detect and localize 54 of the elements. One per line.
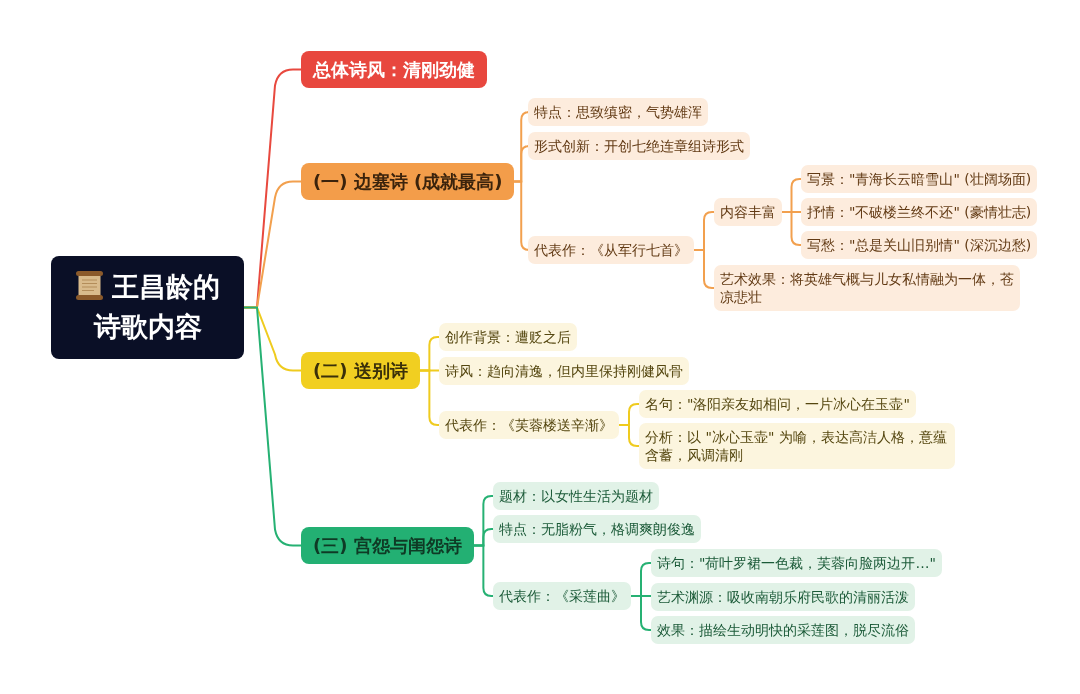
central-topic-text: 王昌龄的诗歌内容 [93,271,220,342]
subtopic-text: 抒情："不破楼兰终不还" (豪情壮志) [807,203,1032,221]
subtopic-box [493,482,659,510]
subtopic-box [714,265,1020,311]
subtopic-text: 代表作：《采莲曲》 [499,587,625,605]
subtopic-text: 诗句："荷叶罗裙一色裁，芙蓉向脸两边开…" [657,554,936,572]
subtopic-text: 代表作：《芙蓉楼送辛渐》 [445,416,613,434]
connector-line [243,306,302,547]
main-topic-box [301,51,487,88]
subtopic-text: 形式创新：开创七绝连章组诗形式 [534,137,744,155]
subtopic-box [801,165,1038,193]
main-topic-box [301,527,474,564]
subtopic-text: 题材：以女性生活为题材 [499,487,653,505]
subtopic-box [639,390,916,418]
subtopic-box [801,198,1038,226]
main-topic-text: (三) 宫怨与闺怨诗 [313,534,462,557]
subtopic-text: 特点：思致缜密，气势雄浑 [534,103,702,121]
subtopic-box [639,423,955,469]
subtopic-box [528,236,694,264]
subtopic-box [439,411,619,439]
main-topic-text: (二) 送别诗 [313,359,408,382]
subtopic-text: 诗风：趋向清逸，但内里保持刚健风骨 [445,362,683,380]
subtopic-box [651,583,915,611]
subtopic-box [651,616,915,644]
subtopic-box [439,323,577,351]
subtopic-text: 名句："洛阳亲友如相问，一片冰心在玉壶" [645,395,910,413]
subtopic-box [439,357,689,385]
subtopic-box [493,582,631,610]
subtopic-box [714,198,782,226]
main-topic-box [301,163,515,200]
subtopic-text: 分析：以 "冰心玉壶" 为喻，表达高洁人格，意蕴含蓄，风调清刚 [645,428,948,464]
subtopic-box [651,549,942,577]
connector-line [630,595,652,631]
subtopic-box [493,515,701,543]
subtopic-text: 艺术效果：将英雄气概与儿女私情融为一体，苍凉悲壮 [720,270,1014,306]
connector-line [781,211,802,246]
main-topic-box [301,352,420,389]
subtopic-text: 代表作：《从军行七首》 [534,241,688,259]
subtopic-text: 特点：无脂粉气，格调爽朗俊逸 [499,520,695,538]
main-topic-text: 总体诗风：清刚劲健 [313,58,475,81]
connector-line [693,249,715,289]
subtopic-text: 效果：描绘生动明快的采莲图，脱尽流俗 [657,621,909,639]
connector-line [472,544,494,597]
main-topic-text: (一) 边塞诗 (成就最高) [313,170,503,193]
subtopic-text: 写景："青海长云暗雪山" (壮阔场面) [807,170,1032,188]
subtopic-text: 内容丰富 [720,203,776,221]
connector-line [418,369,440,426]
subtopic-box [801,231,1038,259]
subtopic-box [528,132,750,160]
subtopic-text: 艺术渊源：吸收南朝乐府民歌的清丽活泼 [657,588,909,606]
central-topic-box [51,256,244,359]
subtopic-text: 创作背景：遭贬之后 [445,328,571,346]
subtopic-box [528,98,708,126]
subtopic-text: 写愁："总是关山旧别情" (深沉边愁) [807,236,1032,254]
